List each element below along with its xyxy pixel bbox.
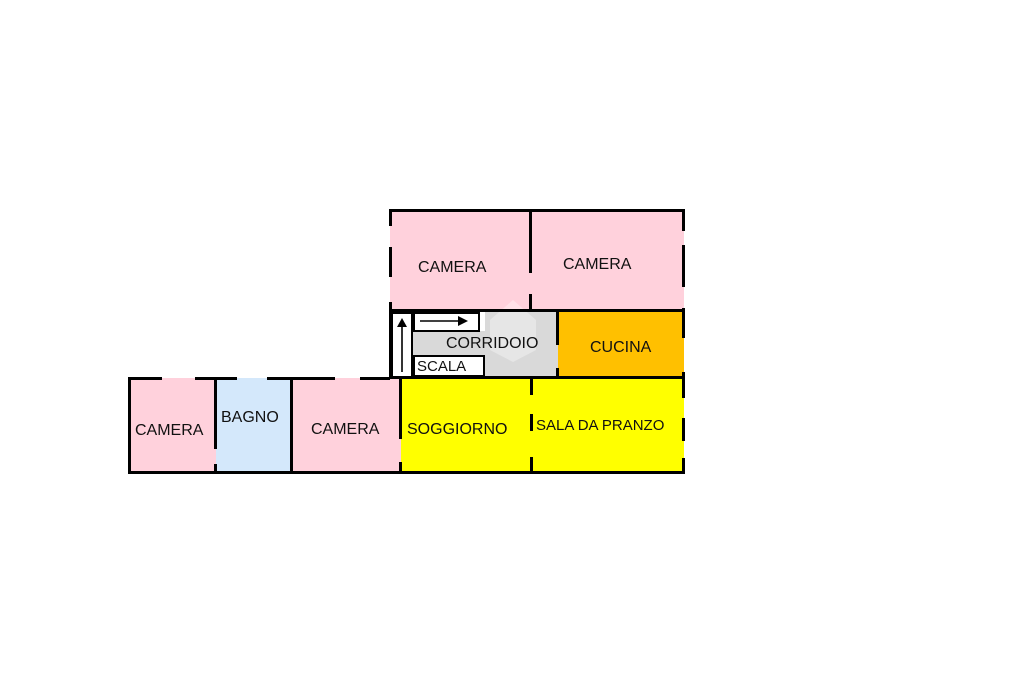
wall — [556, 368, 559, 378]
label-sala-da-pranzo: SALA DA PRANZO — [536, 417, 665, 434]
wall — [529, 294, 532, 311]
wall — [214, 464, 217, 473]
wall — [530, 414, 533, 431]
room-camera-bottom-left — [129, 378, 216, 473]
wall — [389, 209, 392, 226]
wall — [128, 377, 162, 380]
wall — [389, 309, 685, 312]
wall — [128, 471, 685, 474]
arrow-right-icon — [420, 316, 468, 326]
wall — [682, 458, 685, 474]
wall — [267, 377, 335, 380]
wall — [556, 311, 559, 345]
label-corridoio: CORRIDOIO — [446, 335, 539, 352]
room-cucina — [558, 311, 684, 378]
wall — [399, 377, 402, 439]
label-camera-bottom-left: CAMERA — [135, 422, 204, 439]
room-soggiorno — [401, 378, 532, 473]
wall — [389, 376, 685, 379]
wall — [530, 457, 533, 473]
label-cucina: CUCINA — [590, 339, 652, 356]
wall — [682, 372, 685, 398]
room-camera-top-right — [531, 211, 684, 311]
watermark-icon — [490, 300, 536, 362]
wall — [214, 377, 217, 449]
wall — [389, 247, 392, 277]
wall — [682, 308, 685, 338]
room-camera-top-left — [390, 211, 531, 311]
wall — [360, 377, 390, 380]
stair-flight-horizontal — [413, 312, 480, 332]
arrow-up-icon — [397, 318, 407, 372]
wall — [389, 302, 392, 378]
wall — [290, 377, 293, 473]
room-bagno — [216, 378, 292, 473]
wall — [128, 377, 131, 474]
wall — [682, 209, 685, 231]
wall — [389, 209, 685, 212]
label-camera-top-right: CAMERA — [563, 256, 632, 273]
wall — [530, 377, 533, 395]
label-bagno: BAGNO — [221, 409, 279, 426]
wall — [682, 245, 685, 287]
room-sala-da-pranzo — [532, 378, 684, 473]
room-camera-bottom-mid — [292, 378, 401, 473]
wall — [399, 462, 402, 473]
label-scala: SCALA — [417, 358, 467, 375]
label-soggiorno: SOGGIORNO — [407, 421, 508, 438]
room-corridoio-extension — [485, 311, 558, 378]
wall — [682, 418, 685, 441]
label-camera-top-left: CAMERA — [418, 259, 487, 276]
label-camera-bottom-mid: CAMERA — [311, 421, 380, 438]
wall — [529, 209, 532, 273]
